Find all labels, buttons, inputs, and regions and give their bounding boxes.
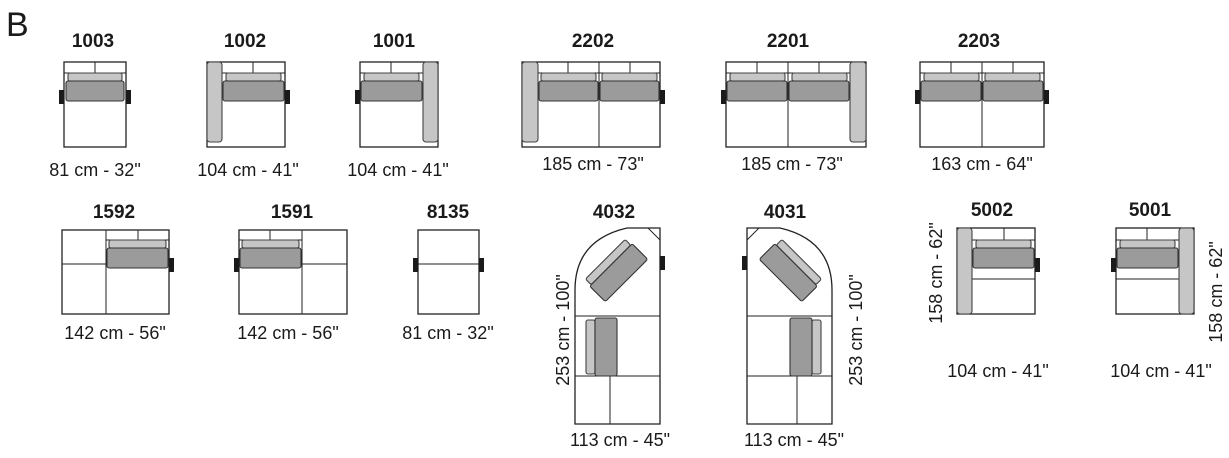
width-label: 185 cm - 73" — [741, 154, 842, 174]
module-code: 4031 — [764, 202, 807, 223]
width-label: 142 cm - 56" — [237, 323, 338, 343]
module-code: 2203 — [958, 31, 1000, 52]
module-code: 1002 — [224, 31, 266, 52]
depth-label: 253 cm - 100" — [846, 274, 866, 385]
width-label: 142 cm - 56" — [64, 323, 165, 343]
width-label: 104 cm - 41" — [1110, 361, 1211, 381]
module-code: 5001 — [1129, 200, 1172, 221]
width-label: 104 cm - 41" — [197, 160, 298, 180]
module-code: 1592 — [93, 202, 135, 223]
module-1001-drawing — [355, 61, 439, 148]
module-code: 8135 — [427, 202, 470, 223]
module-4032-drawing — [574, 227, 665, 425]
width-label: 113 cm - 45" — [744, 430, 844, 450]
module-code: 1591 — [271, 202, 314, 223]
module-code: 5002 — [971, 200, 1013, 221]
module-5002-drawing — [956, 227, 1040, 315]
width-label: 104 cm - 41" — [347, 160, 448, 180]
width-label: 81 cm - 32" — [49, 160, 140, 180]
module-code: 2202 — [572, 31, 614, 52]
width-label: 113 cm - 45" — [570, 430, 670, 450]
module-4031-drawing — [742, 227, 833, 425]
depth-label: 253 cm - 100" — [553, 274, 573, 385]
depth-label: 158 cm - 62" — [926, 222, 946, 323]
module-1002-drawing — [206, 61, 290, 148]
width-label: 81 cm - 32" — [402, 323, 493, 343]
width-label: 185 cm - 73" — [542, 154, 643, 174]
module-8135-drawing — [413, 229, 484, 315]
width-label: 163 cm - 64" — [931, 154, 1032, 174]
module-2203-drawing — [915, 61, 1049, 148]
depth-label: 158 cm - 62" — [1206, 241, 1226, 342]
module-1592-drawing — [61, 229, 174, 315]
module-code: 2201 — [767, 31, 810, 52]
module-2201-drawing — [721, 61, 867, 148]
module-1003-drawing — [59, 61, 131, 148]
module-code: 1001 — [373, 31, 416, 52]
section-label: B — [6, 6, 29, 44]
module-5001-drawing — [1111, 227, 1195, 315]
width-label: 104 cm - 41" — [947, 361, 1048, 381]
module-code: 4032 — [593, 202, 635, 223]
module-2202-drawing — [521, 61, 665, 148]
module-code: 1003 — [72, 31, 114, 52]
module-1591-drawing — [234, 229, 348, 315]
